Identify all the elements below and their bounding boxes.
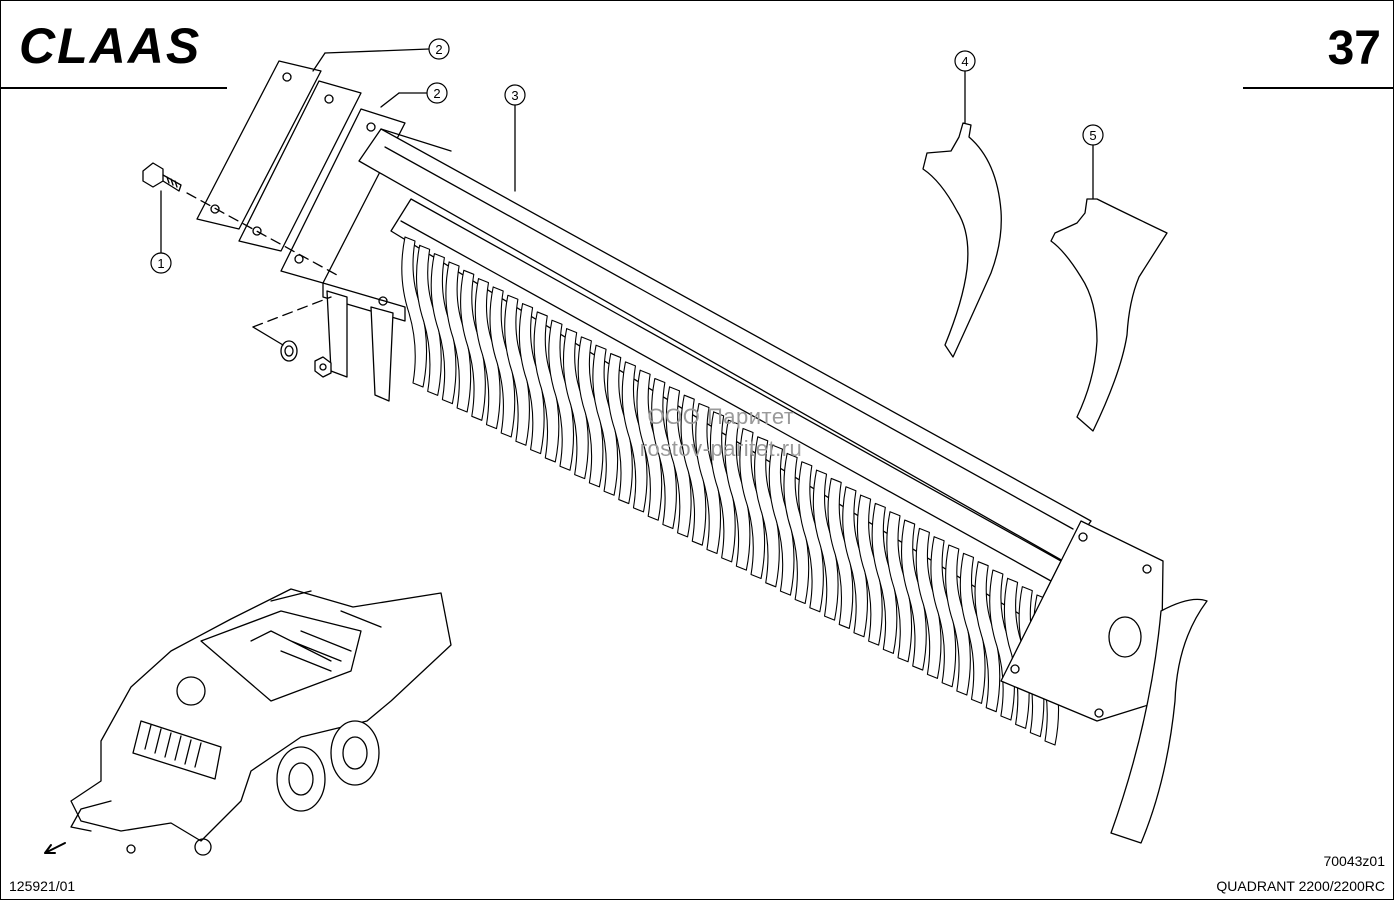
stripper-finger-part-5 [1050,198,1168,432]
svg-text:5: 5 [1089,128,1096,143]
comb-finger [842,486,868,638]
washer-part [280,340,298,362]
comb-finger [621,361,648,513]
comb-finger [577,336,604,488]
comb-finger [430,253,457,405]
comb-finger [974,561,1001,713]
comb-finger [886,511,913,663]
header-rule-right [1243,87,1393,89]
comb-finger [709,411,736,563]
comb-finger [636,369,663,521]
svg-text:1: 1 [157,256,164,271]
end-plate [1000,520,1208,844]
watermark-company: ООО Паритет [647,404,795,429]
callout-4: 4 [954,50,976,72]
comb-finger [445,261,472,413]
watermark-website: rostov-paritet.ru [639,436,803,461]
comb-finger [401,236,428,388]
comb-finger [504,294,530,446]
comb-finger [768,444,795,596]
callout-markers: 2 2 3 1 4 5 [150,38,1104,274]
svg-text:4: 4 [961,54,968,69]
svg-text:3: 3 [511,88,518,103]
comb-finger [901,519,927,671]
comb-finger [533,311,560,463]
comb-finger [871,502,898,654]
drawing-code: 70043z01 [1323,853,1385,869]
comb-finger [812,469,839,621]
comb-finger [959,552,986,704]
watermark: ООО Паритет rostov-paritet.ru [561,401,881,465]
document-number: 125921/01 [9,878,76,894]
stripper-finger-part-4 [922,122,1002,358]
callout-2a: 2 [428,38,450,60]
comb-finger [856,494,883,646]
claas-logo: CLAAS [19,21,201,71]
comb-finger [607,353,633,505]
comb-finger [460,269,486,421]
baler-overview-illustration [44,588,452,856]
svg-text:2: 2 [435,42,442,57]
comb-finger [724,419,751,571]
comb-finger [415,244,442,396]
comb-finger [798,461,824,613]
svg-text:2: 2 [433,86,440,101]
comb-finger [562,328,589,480]
mounting-bracket-lower [322,282,406,402]
comb-finger [518,303,545,455]
comb-finger [489,286,516,438]
callout-5: 5 [1082,124,1104,146]
mounting-plate-outer [196,60,322,230]
comb-finger [783,452,810,605]
comb-finger [680,394,707,546]
page-number: 37 [1327,22,1381,75]
comb-finger [695,402,722,555]
bolt-part [142,162,182,192]
comb-finger [827,477,854,629]
comb-finger [945,544,971,696]
callout-1: 1 [150,252,172,274]
svg-text:CLAAS: CLAAS [19,21,201,71]
header-rule-left [1,87,227,89]
callout-2b: 2 [426,82,448,104]
comb-finger [474,278,501,430]
callout-3: 3 [504,84,526,106]
model-name: QUADRANT 2200/2200RC [1216,878,1385,894]
main-beam [358,128,1092,562]
nut-part [314,356,332,378]
comb-finger [665,386,692,538]
comb-finger [754,436,780,588]
comb-finger [915,527,942,679]
comb-finger [739,427,766,580]
comb-finger [651,377,677,530]
comb-finger [548,319,575,471]
comb-finger [930,536,957,688]
comb-finger [592,344,619,496]
